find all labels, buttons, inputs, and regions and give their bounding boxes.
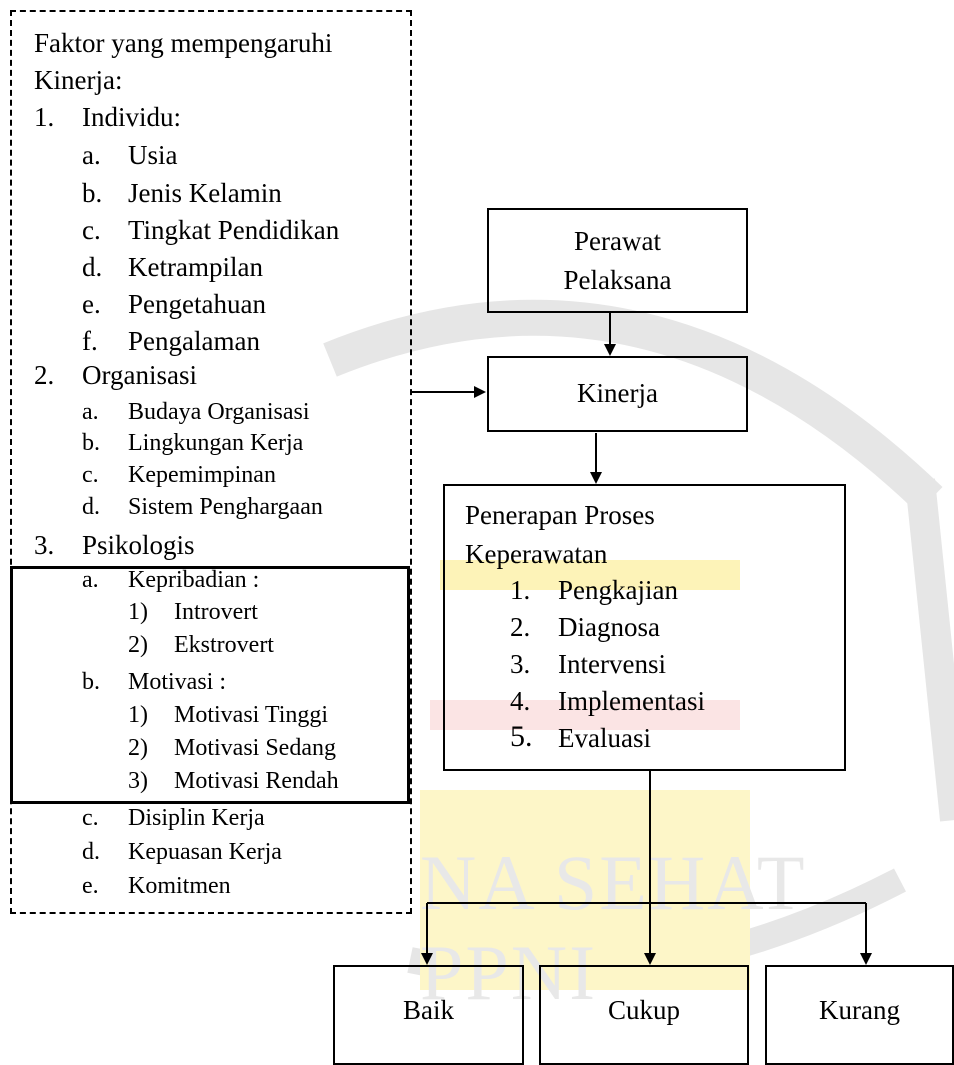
- step-number: 1.: [510, 575, 531, 605]
- item-letter: a.: [82, 140, 101, 170]
- arrowhead-icon: [604, 344, 616, 356]
- penerapan-line1: Penerapan Proses: [465, 500, 655, 530]
- item-kepemimpinan: Kepemimpinan: [128, 462, 276, 488]
- item-letter: a.: [82, 567, 99, 593]
- group-label-individu: Individu:: [82, 102, 181, 132]
- sub-number: 2): [128, 735, 148, 761]
- step-number: 2.: [510, 612, 531, 642]
- factors-box: [10, 10, 412, 914]
- step-intervensi: Intervensi: [558, 649, 666, 679]
- item-letter: a.: [82, 399, 99, 425]
- item-ketrampilan: Ketrampilan: [128, 252, 263, 282]
- arrowhead-icon: [474, 386, 486, 398]
- sub-number: 2): [128, 632, 148, 658]
- item-pengetahuan: Pengetahuan: [128, 289, 266, 319]
- item-budaya-organisasi: Budaya Organisasi: [128, 399, 310, 425]
- sub-motivasi-rendah: Motivasi Rendah: [174, 768, 339, 794]
- item-usia: Usia: [128, 140, 178, 170]
- perawat-pelaksana-box: [487, 208, 748, 313]
- watermark-text: NA SEHAT PPNI: [420, 839, 806, 1016]
- psikologis-highlight-box: [10, 566, 410, 804]
- outcome-baik-label: Baik: [403, 995, 454, 1025]
- step-number: 5.: [510, 720, 533, 753]
- sub-ekstrovert: Ekstrovert: [174, 632, 274, 658]
- sub-motivasi-sedang: Motivasi Sedang: [174, 735, 336, 761]
- group-number: 3.: [34, 530, 55, 560]
- sub-number: 1): [128, 702, 148, 728]
- item-letter: d.: [82, 839, 100, 865]
- item-komitmen: Komitmen: [128, 873, 231, 899]
- step-number: 3.: [510, 649, 531, 679]
- item-letter: e.: [82, 873, 99, 899]
- step-diagnosa: Diagnosa: [558, 612, 660, 642]
- arrowhead-icon: [860, 953, 872, 965]
- penerapan-line2: Keperawatan: [465, 539, 608, 569]
- item-sistem-penghargaan: Sistem Penghargaan: [128, 494, 323, 520]
- outcome-kurang-label: Kurang: [819, 995, 900, 1025]
- item-kepuasan-kerja: Kepuasan Kerja: [128, 839, 282, 865]
- perawat-line1: Perawat: [574, 226, 661, 256]
- penerapan-box: [443, 484, 846, 771]
- arrowhead-icon: [590, 472, 602, 484]
- item-letter: d.: [82, 494, 100, 520]
- item-letter: c.: [82, 805, 99, 831]
- step-evaluasi: Evaluasi: [558, 723, 651, 753]
- item-letter: f.: [82, 326, 98, 356]
- item-pengalaman: Pengalaman: [128, 326, 260, 356]
- item-tingkat-pendidikan: Tingkat Pendidikan: [128, 215, 340, 245]
- factors-title-line2: Kinerja:: [34, 65, 123, 95]
- sub-number: 3): [128, 768, 148, 794]
- perawat-line2: Pelaksana: [563, 265, 672, 295]
- kinerja-label: Kinerja: [577, 378, 658, 408]
- group-label-psikologis: Psikologis: [82, 530, 195, 560]
- item-letter: b.: [82, 430, 100, 456]
- group-label-organisasi: Organisasi: [82, 360, 197, 390]
- item-letter: e.: [82, 289, 101, 319]
- item-letter: d.: [82, 252, 103, 282]
- sub-number: 1): [128, 599, 148, 625]
- outcome-cukup-label: Cukup: [607, 995, 680, 1025]
- step-pengkajian: Pengkajian: [558, 575, 678, 605]
- item-letter: c.: [82, 462, 99, 488]
- arrowhead-icon: [644, 953, 656, 965]
- item-letter: b.: [82, 669, 100, 695]
- step-number: 4.: [510, 686, 531, 716]
- item-letter: c.: [82, 215, 101, 245]
- sub-motivasi-tinggi: Motivasi Tinggi: [174, 702, 329, 728]
- factors-title-line1: Faktor yang mempengaruhi: [34, 28, 333, 58]
- arrowhead-icon: [421, 953, 433, 965]
- step-implementasi: Implementasi: [558, 686, 705, 716]
- group-number: 2.: [34, 360, 55, 390]
- item-letter: b.: [82, 178, 103, 208]
- kinerja-box: [487, 356, 748, 432]
- item-disiplin-kerja: Disiplin Kerja: [128, 805, 265, 831]
- item-jenis-kelamin: Jenis Kelamin: [128, 178, 282, 208]
- item-kepribadian: Kepribadian :: [128, 567, 260, 593]
- group-number: 1.: [34, 102, 55, 132]
- item-lingkungan-kerja: Lingkungan Kerja: [128, 430, 304, 456]
- item-motivasi: Motivasi :: [128, 669, 227, 695]
- sub-introvert: Introvert: [174, 599, 258, 625]
